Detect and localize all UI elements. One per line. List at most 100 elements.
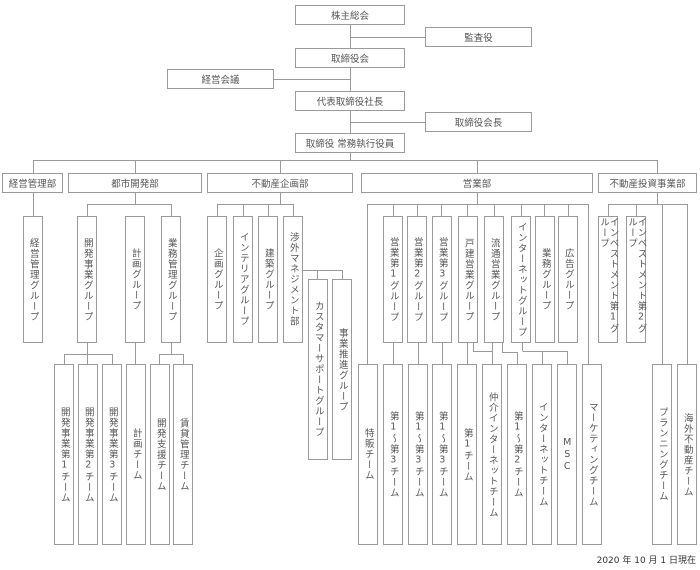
group-label: インターネットグループ (515, 221, 527, 338)
team-label: 仲介インターネットチーム (486, 391, 498, 518)
group-box: 事業推進グループ (332, 279, 352, 460)
group-box: 戸建営業グループ (458, 216, 478, 343)
node-label: 代表取締役社長 (316, 97, 384, 108)
team-label: 開発事業第3チーム (106, 406, 118, 503)
dept-label: 都市開発部 (111, 179, 159, 190)
team-label: 開発事業第2チーム (82, 406, 94, 503)
group-label: 営業第2グループ (411, 236, 423, 323)
team-box: 第1～第3チーム (408, 364, 428, 545)
team-box: 第1～第2チーム (507, 364, 527, 545)
node-president: 代表取締役社長 (295, 91, 405, 111)
team-box: 特販チーム (358, 364, 378, 545)
team-box: 開発支援チーム (150, 364, 170, 545)
team-box: 仲介インターネットチーム (482, 364, 502, 545)
team-box: 開発事業第3チーム (102, 364, 122, 545)
group-box: 営業第1グループ (383, 216, 403, 343)
node-label: 取締役会 (330, 54, 369, 65)
team-box: 第1～第3チーム (383, 364, 403, 545)
team-label: 賃貸管理チーム (177, 417, 189, 492)
node-label: 株主総会 (330, 11, 369, 22)
dept-urban-development: 都市開発部 (68, 173, 202, 193)
group-box: 広告グループ (558, 216, 578, 343)
group-label: 経営管理グループ (27, 237, 39, 322)
group-box: インターネットグループ (511, 216, 531, 343)
group-box: 渉外マネジメント部 (283, 216, 303, 343)
node-board: 取締役会 (295, 48, 405, 68)
team-label: 開発事業第1チーム (58, 406, 70, 503)
group-label: 建築グループ (262, 248, 274, 311)
node-executive-officer: 取締役 常務執行役員 (295, 133, 405, 153)
group-box: 経営管理グループ (23, 216, 43, 343)
group-box: 営業第2グループ (407, 216, 427, 343)
team-box: プランニングチーム (652, 364, 672, 545)
team-box: 第1チーム (457, 364, 477, 545)
group-label: 業務管理グループ (165, 237, 177, 322)
node-management-meeting: 経営会議 (167, 69, 274, 89)
team-label: 第1～第3チーム (436, 411, 448, 498)
node-label: 経営会議 (201, 75, 240, 86)
group-box: カスタマーサポートグループ (308, 279, 328, 460)
as-of-date: 2020 年 10 月 1 日現在 (596, 556, 696, 566)
team-label: 第1～第2チーム (511, 411, 523, 498)
team-label: 海外不動産チーム (681, 412, 693, 497)
node-shareholders-meeting: 株主総会 (295, 5, 405, 25)
group-label: インベストメント第1グループ (598, 217, 619, 334)
dept-label: 営業部 (462, 179, 492, 190)
group-box: 営業第3グループ (432, 216, 452, 343)
group-box: インベストメント第1グループ (598, 216, 619, 343)
group-label: インテリアグループ (237, 232, 249, 327)
dept-investment: 不動産投資事業部 (598, 173, 697, 193)
group-label: 営業第1グループ (387, 236, 399, 323)
dept-admin: 経営管理部 (2, 173, 63, 193)
group-label: 業務グループ (539, 248, 551, 311)
group-label: 企画グループ (211, 248, 223, 311)
group-label: 広告グループ (562, 248, 574, 311)
group-label: カスタマーサポートグループ (312, 301, 324, 438)
team-label: 特販チーム (362, 428, 374, 481)
group-box: 業務グループ (535, 216, 555, 343)
group-label: 開発事業グループ (81, 237, 93, 322)
team-box: 第1～第3チーム (432, 364, 452, 545)
group-box: 建築グループ (258, 216, 278, 343)
node-label: 取締役 常務執行役員 (305, 139, 395, 150)
team-box: MSC (557, 364, 577, 545)
group-label: 渉外マネジメント部 (287, 232, 299, 327)
team-label: マーケティングチーム (586, 402, 598, 507)
group-box: 計画グループ (125, 216, 145, 343)
team-label: 開発支援チーム (154, 417, 166, 492)
team-box: 開発事業第1チーム (54, 364, 74, 545)
group-label: インベストメント第2グループ (626, 217, 647, 334)
group-box: 流通営業グループ (484, 216, 504, 343)
group-box: インテリアグループ (233, 216, 253, 343)
group-label: 戸建営業グループ (462, 237, 474, 322)
group-box: 業務管理グループ (161, 216, 181, 343)
dept-label: 不動産投資事業部 (609, 179, 686, 190)
team-label: インターネットチーム (536, 402, 548, 507)
dept-sales: 営業部 (361, 173, 593, 193)
team-label: 計画チーム (130, 428, 142, 481)
dept-label: 不動産企画部 (251, 179, 309, 190)
group-label: 事業推進グループ (336, 327, 348, 412)
group-label: 流通営業グループ (488, 237, 500, 322)
team-label: MSC (561, 436, 573, 473)
team-label: 第1～第3チーム (412, 411, 424, 498)
node-label: 取締役会長 (454, 118, 503, 129)
dept-label: 経営管理部 (8, 179, 57, 190)
team-label: 第1～第3チーム (387, 411, 399, 498)
group-box: 開発事業グループ (77, 216, 97, 343)
group-label: 計画グループ (129, 248, 141, 311)
team-box: 海外不動産チーム (677, 364, 697, 545)
group-label: 営業第3グループ (436, 236, 448, 323)
team-box: 計画チーム (126, 364, 146, 545)
team-box: 賃貸管理チーム (173, 364, 193, 545)
team-label: プランニングチーム (656, 407, 668, 502)
group-box: 企画グループ (207, 216, 227, 343)
node-auditor: 監査役 (425, 27, 532, 47)
node-label: 監査役 (464, 33, 493, 44)
team-box: マーケティングチーム (582, 364, 602, 545)
team-box: 開発事業第2チーム (78, 364, 98, 545)
team-box: インターネットチーム (532, 364, 552, 545)
dept-real-estate-planning: 不動産企画部 (207, 173, 353, 193)
group-box: インベストメント第2グループ (626, 216, 647, 343)
